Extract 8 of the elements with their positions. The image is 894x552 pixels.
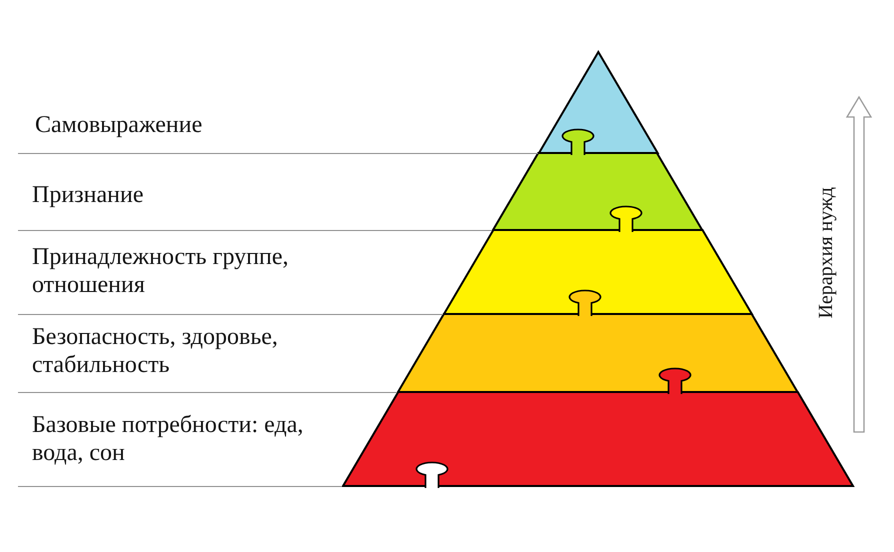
level-label: Принадлежность группе, отношения: [32, 243, 290, 299]
arrow-label: Иерархия нужд: [814, 187, 838, 319]
level-label: Базовые потребности: еда, вода, сон: [32, 411, 304, 467]
pyramid-level: [340, 389, 856, 489]
level-label: Самовыражение: [35, 111, 202, 139]
level-label: Признание: [32, 181, 144, 209]
pyramid-level: [441, 227, 755, 317]
level-label: Безопасность, здоровье, стабильность: [32, 323, 279, 379]
